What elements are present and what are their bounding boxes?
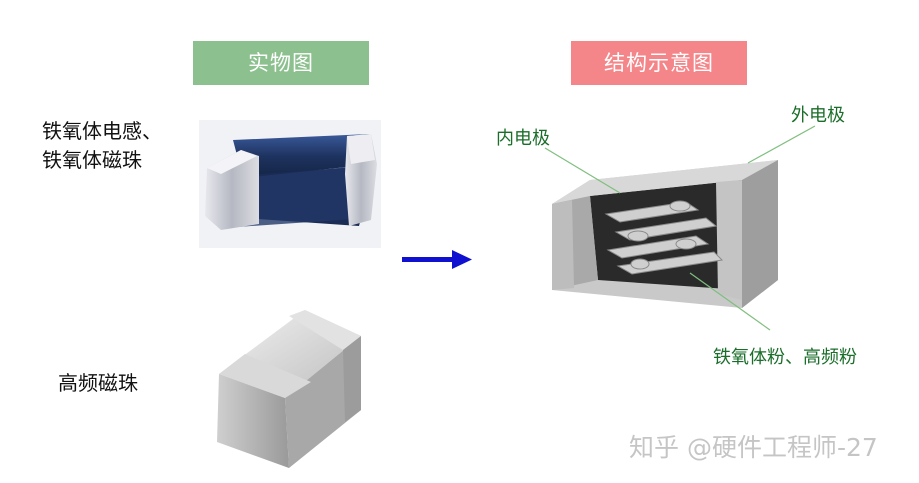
hf-bead-label: 高频磁珠 xyxy=(58,371,138,395)
hf-bead-photo xyxy=(217,310,361,468)
zhihu-watermark: 知乎 @硬件工程师-27 xyxy=(629,433,878,462)
ferrite-bead-body xyxy=(205,134,377,230)
powder-callout: 铁氧体粉、高频粉 xyxy=(713,347,857,368)
ferrite-label-line1: 铁氧体电感、 xyxy=(42,119,162,143)
inner-electrode xyxy=(604,200,724,275)
hf-bead-body xyxy=(217,310,361,468)
structure-header: 结构示意图 xyxy=(571,41,747,85)
outer-electrode-callout-line xyxy=(747,125,816,164)
inner-electrode-callout-line xyxy=(544,147,621,194)
ferrite-label-line2: 铁氧体磁珠 xyxy=(42,148,142,172)
inner-electrode-callout: 内电极 xyxy=(496,128,550,149)
structure-diagram xyxy=(552,160,778,308)
outer-electrode-callout: 外电极 xyxy=(791,105,845,126)
right-arrow-icon xyxy=(402,250,472,269)
photo-header: 实物图 xyxy=(193,41,369,85)
ferrite-bead-photo xyxy=(199,120,381,248)
powder-callout-line xyxy=(689,272,771,331)
